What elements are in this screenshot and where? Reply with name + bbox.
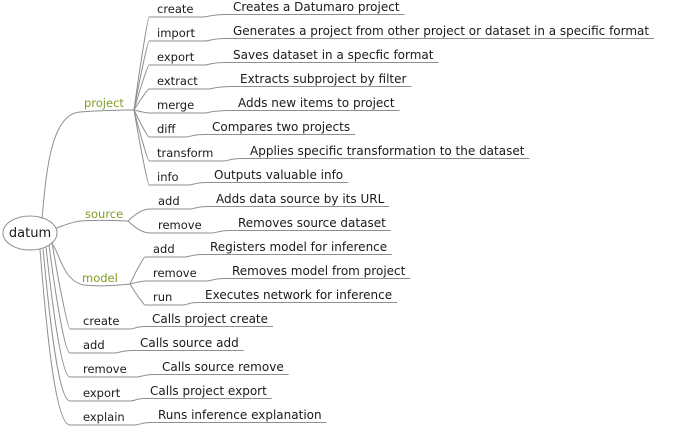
command-description: Calls source add [140, 336, 239, 350]
command-description: Registers model for inference [210, 240, 388, 254]
branch-label-model: model [82, 271, 118, 285]
command-label-transform: transform [157, 146, 214, 160]
command-label-create: create [157, 2, 194, 16]
command-label-export: export [157, 50, 195, 64]
command-label-info: info [157, 170, 179, 184]
command-description: Calls source remove [162, 360, 284, 374]
command-description: Creates a Datumaro project [233, 0, 400, 14]
command-description: Calls project create [152, 312, 269, 326]
command-description: Calls project export [150, 384, 267, 398]
command-label-remove: remove [153, 266, 197, 280]
command-description: Applies specific transformation to the d… [250, 144, 525, 158]
command-description: Generates a project from other project o… [233, 24, 650, 38]
command-description: Adds new items to project [238, 96, 395, 110]
branch-label-project: project [84, 96, 124, 110]
command-description: Compares two projects [212, 120, 351, 134]
command-description: Removes model from project [232, 264, 406, 278]
command-label-remove: remove [158, 218, 202, 232]
command-description: Outputs valuable info [214, 168, 344, 182]
command-description: Adds data source by its URL [216, 192, 385, 206]
command-label-remove: remove [83, 362, 127, 376]
command-label-export: export [83, 386, 121, 400]
command-description: Removes source dataset [238, 216, 386, 230]
command-label-explain: explain [83, 410, 125, 424]
command-label-run: run [153, 290, 173, 304]
command-description: Runs inference explanation [158, 408, 322, 422]
command-label-import: import [157, 26, 195, 40]
command-label-add: add [153, 242, 175, 256]
command-description: Executes network for inference [205, 288, 393, 302]
command-description: Saves dataset in a specfic format [233, 48, 434, 62]
command-label-diff: diff [157, 122, 176, 136]
command-label-add: add [158, 194, 180, 208]
branch-label-source: source [85, 207, 124, 221]
command-label-create: create [83, 314, 120, 328]
command-label-extract: extract [157, 74, 198, 88]
command-label-add: add [83, 338, 105, 352]
command-description: Extracts subproject by filter [240, 72, 407, 86]
root-node-datum: datum [8, 225, 52, 241]
command-label-merge: merge [157, 98, 195, 112]
